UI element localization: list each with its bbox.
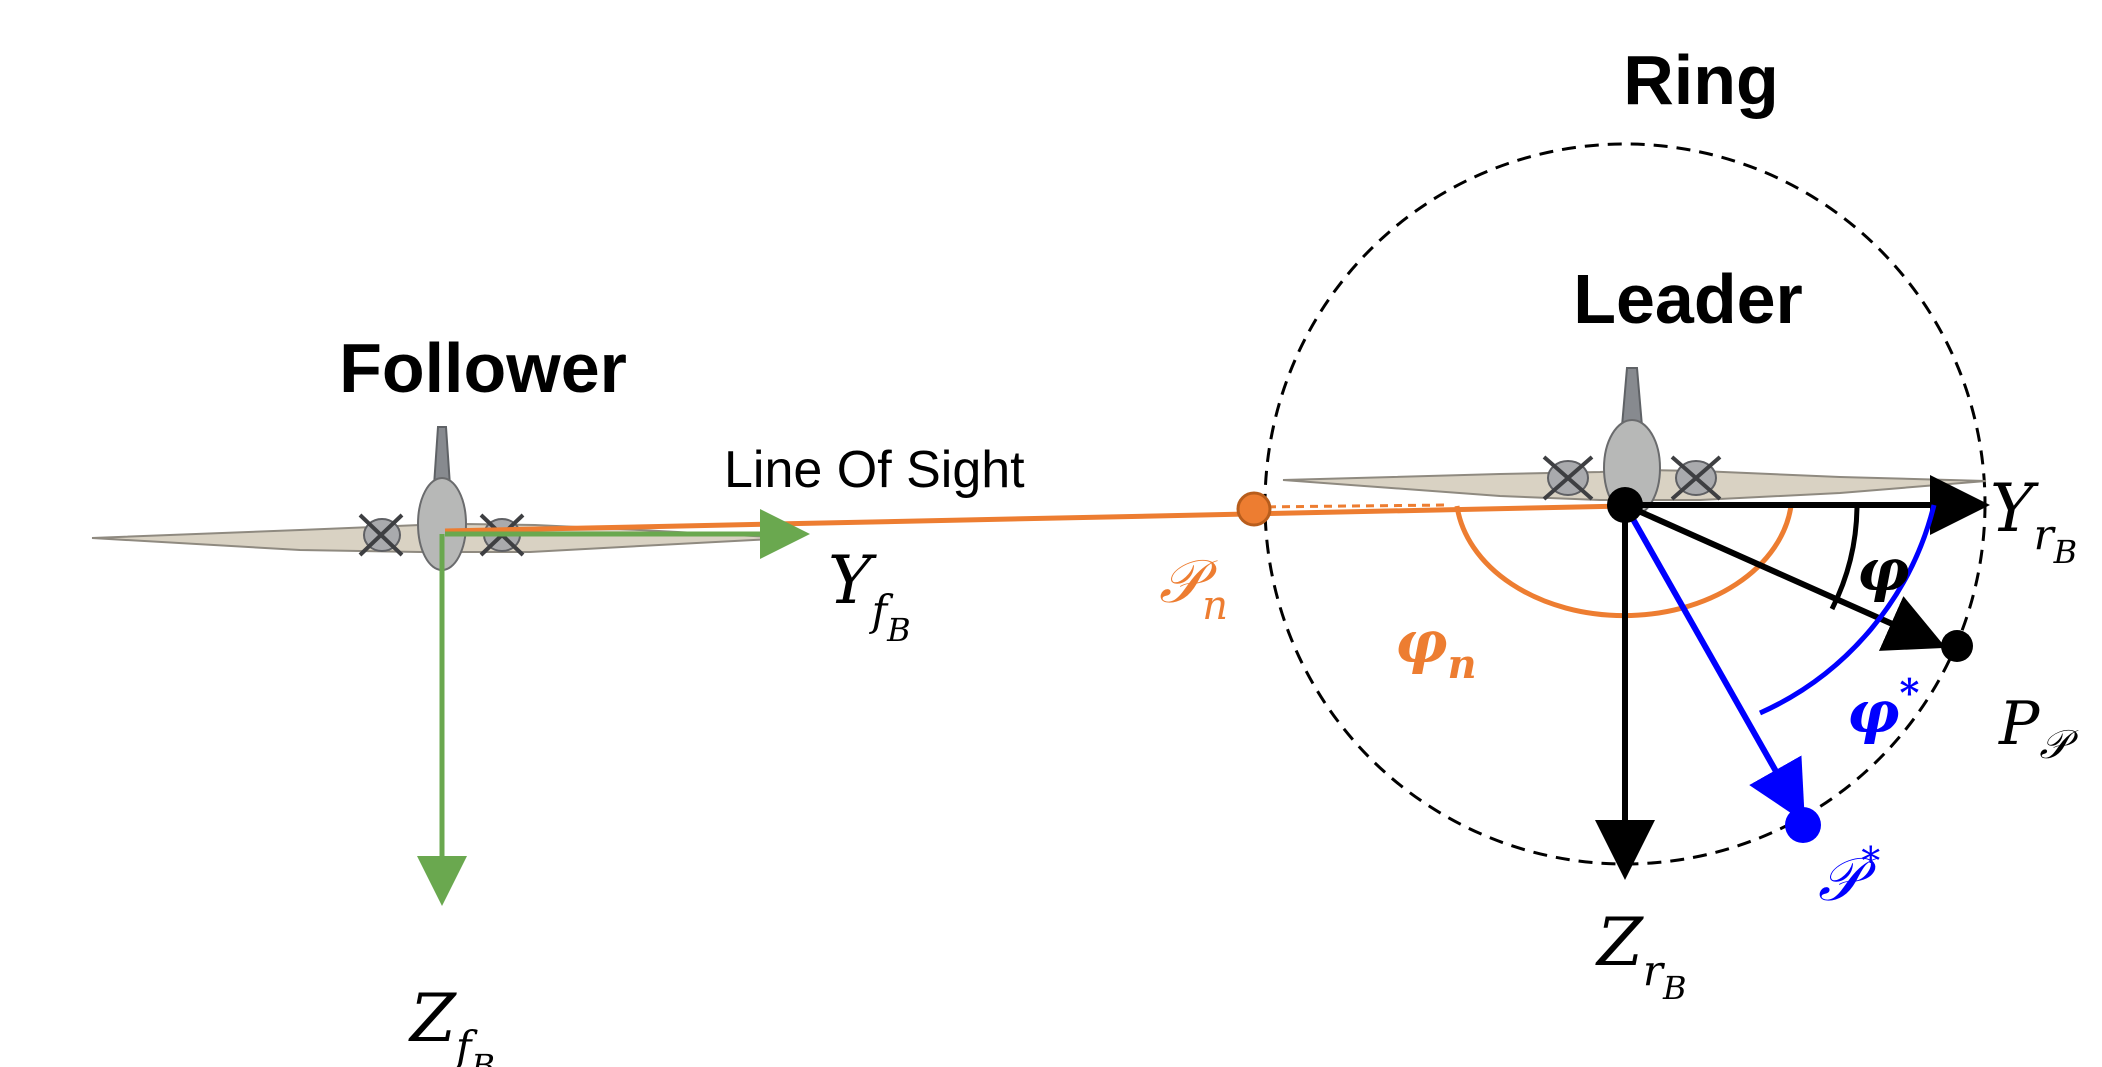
phi-star-label: φ* (1847, 670, 1919, 746)
phi-star-arc (1758, 504, 1937, 716)
phi-label: φ (1857, 536, 1909, 604)
phi-arc (1829, 504, 1860, 611)
p-n-label: 𝒫n (1159, 547, 1228, 629)
follower-z-label: ZfB (408, 980, 495, 1067)
follower-y-label: YfB (828, 542, 911, 649)
leader-center-point (1607, 487, 1643, 523)
leader-to-p-p-arrow (1623, 502, 1946, 651)
line-of-sight-label: Line Of Sight (724, 441, 1025, 499)
follower-title: Follower (339, 329, 627, 407)
p-star-point (1785, 807, 1821, 843)
line-of-sight-dashed-segment (1253, 503, 1451, 509)
leader-to-p-star-arrow (1622, 503, 1805, 823)
leader-y-label: YrB (1990, 470, 2077, 571)
p-star-label: 𝒫* (1818, 839, 1880, 915)
p-p-label: P𝒫 (1998, 689, 2079, 768)
phi-n-label: φn (1395, 608, 1477, 688)
leader-aircraft (1282, 367, 1987, 517)
leader-title: Leader (1573, 260, 1803, 338)
p-n-point (1236, 491, 1272, 527)
leader-z-label: ZrB (1595, 904, 1686, 1007)
line-of-sight (444, 503, 1626, 534)
p-p-point (1941, 630, 1973, 662)
ring-title: Ring (1623, 41, 1779, 119)
